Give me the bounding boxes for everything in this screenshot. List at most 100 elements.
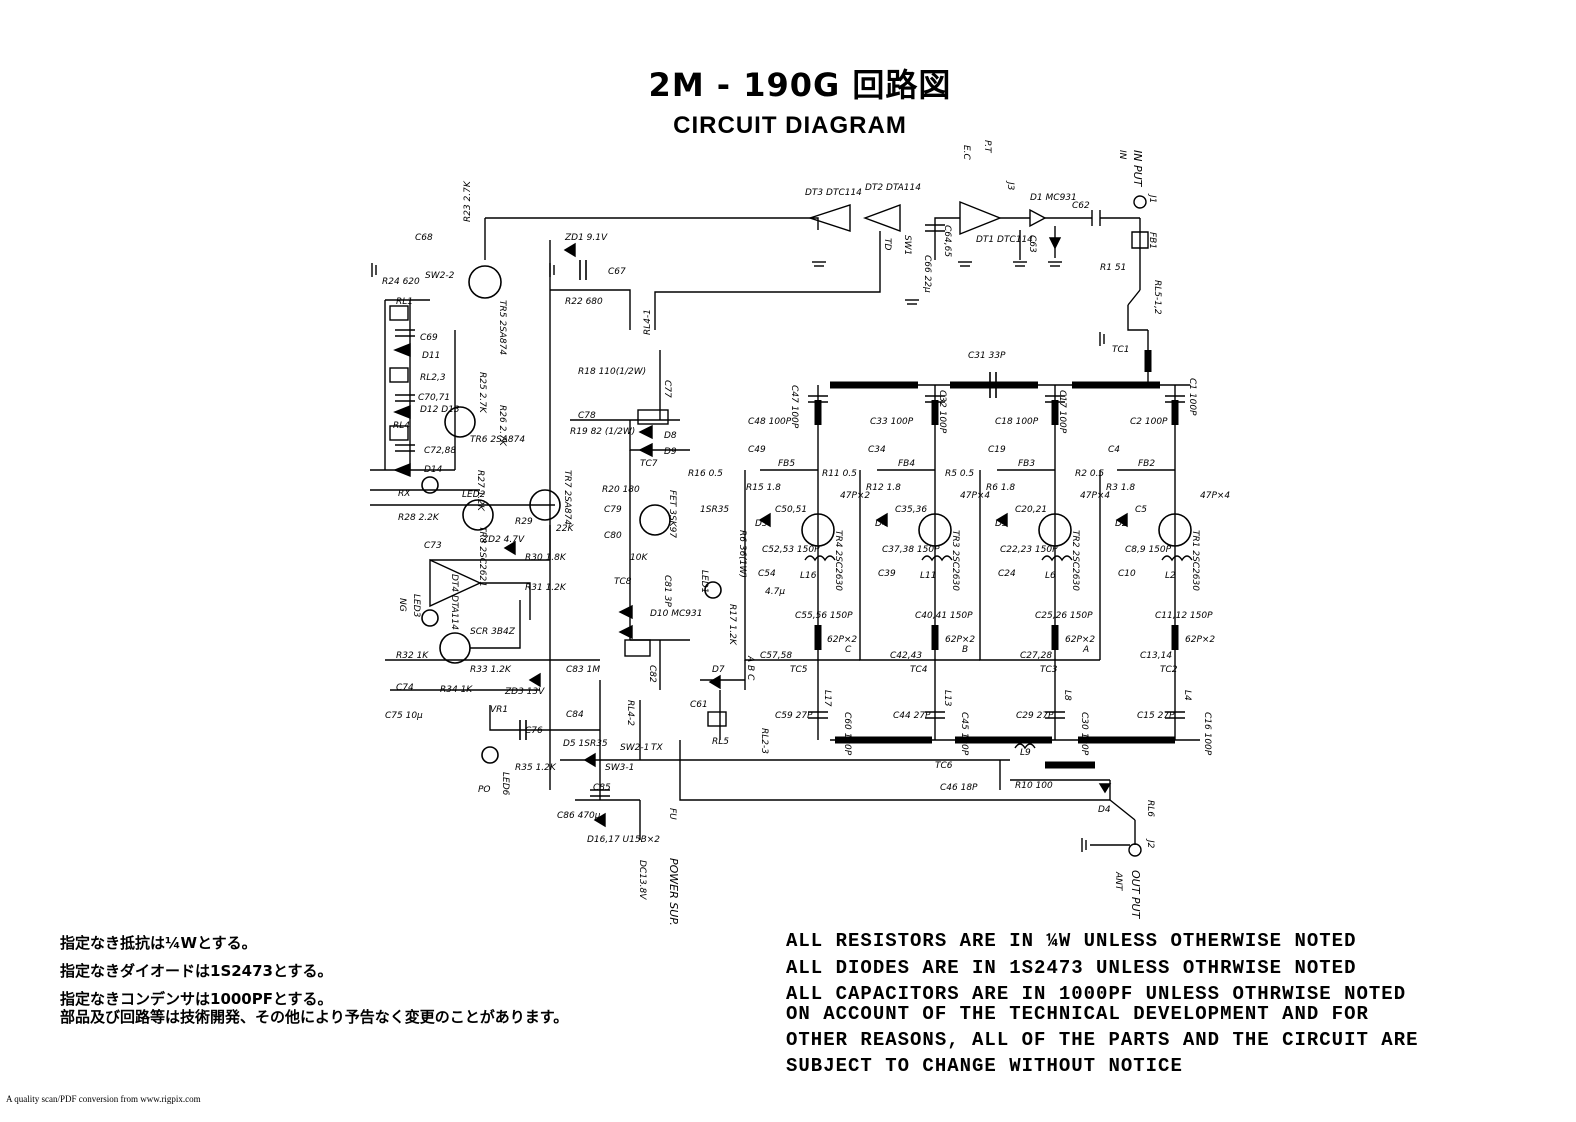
- label-j2: J2: [1145, 838, 1155, 849]
- label-d7: D7: [712, 665, 725, 675]
- label-d5b: D5: [755, 519, 768, 529]
- label-c16: C16 100P: [1202, 712, 1212, 756]
- label-d4b: D4: [875, 519, 888, 529]
- label-tr5: TR5 2SA874: [497, 300, 507, 355]
- label-c20: C20,21: [1015, 505, 1047, 515]
- label-c86: C86 470μ: [557, 811, 601, 821]
- label-rl51: RL5-1,2: [1152, 280, 1162, 315]
- label-c: C: [845, 645, 852, 655]
- label-c50: C50,51: [775, 505, 807, 515]
- label-rl23: RL2,3: [420, 373, 446, 383]
- label-zd1: ZD1 9.1V: [564, 233, 608, 243]
- label-tc7: TC7: [640, 459, 658, 469]
- label-r34: R34 1K: [440, 685, 473, 695]
- page-title: 2M - 190G 回路図: [648, 66, 952, 104]
- label-tc1: TC1: [1112, 345, 1130, 355]
- label-rl23b: RL2-3: [759, 728, 769, 754]
- label-d16: D16,17 U15B×2: [587, 835, 660, 845]
- label-c4: C4: [1108, 445, 1120, 455]
- label-fet: FET 3SK97: [667, 490, 677, 538]
- label-c40: C40,41 150P: [915, 611, 973, 621]
- label-rx: RX: [398, 489, 411, 499]
- label-c83: C83 1M: [566, 665, 600, 675]
- label-c52: C52,53 150P: [762, 545, 820, 555]
- label-r2: R2 0.5: [1075, 469, 1104, 479]
- label-r18: R18 110(1/2W): [578, 367, 646, 377]
- label-led2: LED2: [462, 490, 486, 500]
- label-r26: R26 2.7K: [497, 405, 507, 447]
- note-jp-resistors: 指定なき抵抗は¼Wとする。: [60, 934, 257, 952]
- label-c42: C42,43: [890, 651, 922, 661]
- label-c11: C11,12 150P: [1155, 611, 1213, 621]
- label-c67: C67: [608, 267, 626, 277]
- label-d14: D14: [424, 465, 443, 475]
- label-c48: C48 100P: [748, 417, 792, 427]
- label-c25: C25,26 150P: [1035, 611, 1093, 621]
- label-a: A: [1082, 645, 1089, 655]
- striplines: [814, 350, 1179, 769]
- label-c49: C49: [748, 445, 766, 455]
- label-r16: R16 0.5: [688, 469, 723, 479]
- page-subtitle: CIRCUIT DIAGRAM: [673, 112, 907, 139]
- label-r22k: 22K: [556, 524, 574, 534]
- label-r19: R19 82 (1/2W): [570, 427, 635, 437]
- label-p62-4: 62P×2: [827, 635, 857, 645]
- label-tr1: TR1 2SC2630: [1190, 530, 1200, 591]
- note-jp-diodes: 指定なきダイオードは1S2473とする。: [60, 962, 333, 980]
- label-pt: P.T: [982, 140, 992, 154]
- label-tc2: TC2: [1160, 665, 1178, 675]
- label-b: B: [962, 645, 968, 655]
- label-u47: 4.7μ: [765, 587, 785, 597]
- label-c32: C32 100P: [937, 390, 947, 434]
- label-l17: L17: [822, 690, 832, 707]
- label-r3: R3 1.8: [1106, 483, 1135, 493]
- label-c66: C66 22μ: [922, 255, 932, 293]
- note-en-capacitors: ALL CAPACITORS ARE IN 1000PF UNLESS OTHR…: [786, 983, 1407, 1005]
- label-d9: D9: [664, 447, 677, 457]
- label-c54: C54: [758, 569, 776, 579]
- label-d12: D12 D13: [420, 405, 460, 415]
- note-en-resistors: ALL RESISTORS ARE IN ¼W UNLESS OTHERWISE…: [786, 930, 1357, 952]
- label-fu: FU: [667, 808, 677, 820]
- label-l8: L8: [1062, 690, 1072, 701]
- grounds: [371, 261, 1105, 852]
- label-fb4: FB4: [898, 459, 915, 469]
- label-c81: C81 3P: [662, 575, 672, 607]
- capacitors: [395, 224, 1185, 797]
- label-r17: R17 1.2K: [727, 604, 737, 646]
- label-c79: C79: [604, 505, 622, 515]
- label-d11: D11: [422, 351, 440, 361]
- label-c76: C76: [525, 726, 543, 736]
- label-c33: C33 100P: [870, 417, 914, 427]
- label-c2: C2 100P: [1130, 417, 1168, 427]
- label-in-put: IN PUT: [1131, 150, 1144, 188]
- label-zd2: ZD2 4.7V: [481, 535, 525, 545]
- label-c75: C75 10μ: [385, 711, 423, 721]
- label-c84: C84: [566, 710, 584, 720]
- label-out-put: OUT PUT: [1129, 870, 1142, 920]
- label-r31: R31 1.2K: [525, 583, 567, 593]
- label-r11: R11 0.5: [822, 469, 857, 479]
- label-d10: D10 MC931: [650, 609, 702, 619]
- label-tc5: TC5: [790, 665, 808, 675]
- component-labels: IN PUT IN J1 FB1 R1 51 C62 D1 MC931 J3 P…: [382, 140, 1230, 926]
- note-en-changes-3: SUBJECT TO CHANGE WITHOUT NOTICE: [786, 1055, 1183, 1077]
- label-led3: LED3: [411, 594, 421, 618]
- label-d3: D3: [995, 519, 1008, 529]
- label-c5: C5: [1135, 505, 1147, 515]
- label-rl41: RL4-1: [643, 309, 653, 335]
- label-po: PO: [478, 785, 491, 795]
- label-p62-2: 62P×2: [1065, 635, 1095, 645]
- label-sr35: 1SR35: [700, 505, 729, 515]
- label-r35: R35 1.2K: [515, 763, 557, 773]
- label-c70: C70,71: [418, 393, 450, 403]
- label-l9: L9: [1020, 748, 1031, 758]
- label-p47-2: 47P×4: [1080, 491, 1110, 501]
- source-credit: A quality scan/PDF conversion from www.r…: [6, 1094, 201, 1104]
- diodes: [393, 237, 1128, 828]
- label-sw21: SW2-1: [620, 743, 649, 753]
- label-c22: C22,23 150P: [1000, 545, 1058, 555]
- label-r5: R5 0.5: [945, 469, 974, 479]
- label-c19: C19: [988, 445, 1006, 455]
- label-tr4: TR4 2SC2630: [833, 530, 843, 591]
